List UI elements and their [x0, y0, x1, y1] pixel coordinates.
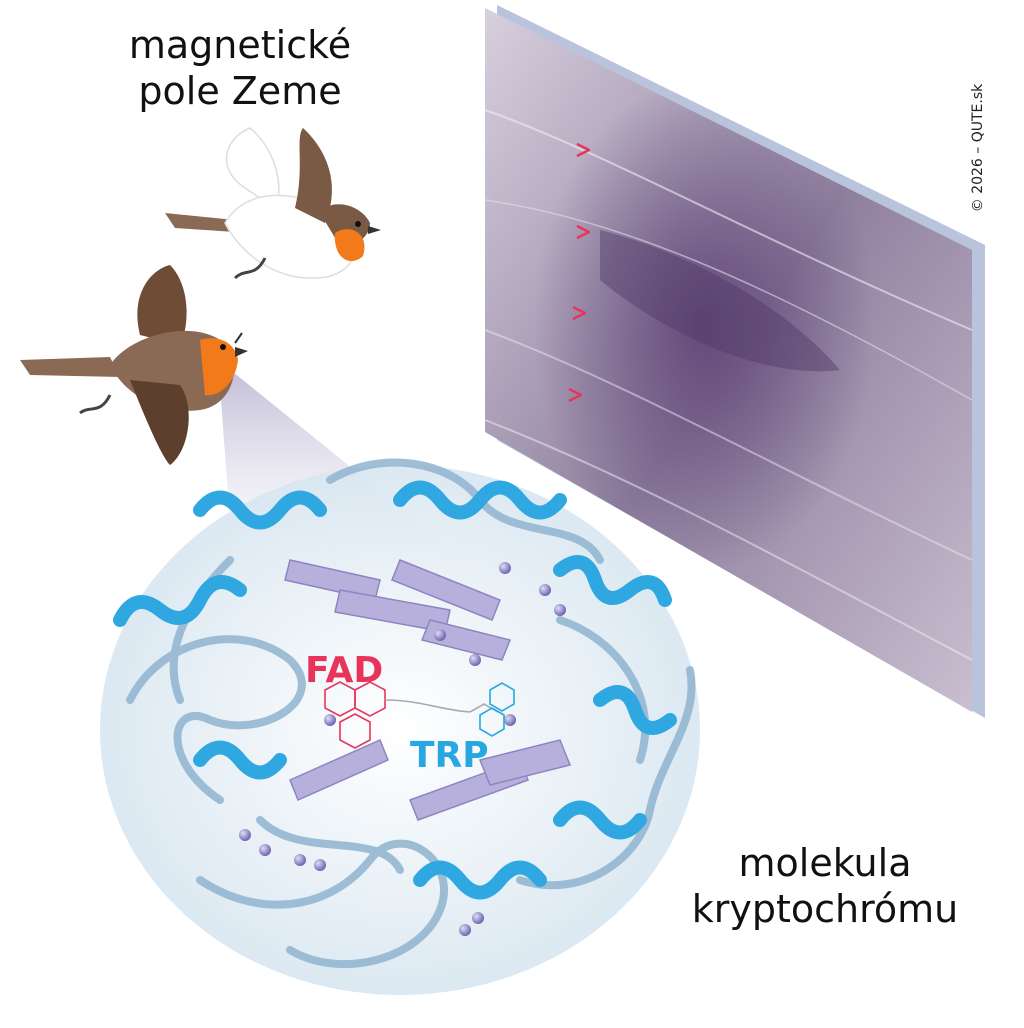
robin-bird-icon: [20, 265, 248, 465]
molecule-title: molekula kryptochrómu: [640, 840, 1010, 932]
molecule-title-line2: kryptochrómu: [691, 887, 959, 931]
alpha-helices: [113, 480, 677, 900]
beta-sheets: [284, 559, 572, 821]
fad-trp-structure: [324, 681, 515, 749]
fad-label: FAD: [305, 650, 384, 691]
ion-spheres: [239, 562, 566, 936]
field-title-line2: pole Zeme: [138, 69, 342, 113]
cryptochrome-molecule: [100, 458, 700, 995]
field-title: magnetické pole Zeme: [70, 22, 410, 114]
trp-label: TRP: [410, 735, 489, 776]
field-title-line1: magnetické: [128, 23, 352, 67]
magnetic-field-lines: [0, 150, 588, 395]
landscape-panel: [484, 5, 985, 718]
robin-bird-icon: [165, 127, 381, 280]
molecule-title-line1: molekula: [738, 841, 912, 885]
copyright-notice: © 2026 – QUTE.sk: [970, 83, 986, 213]
